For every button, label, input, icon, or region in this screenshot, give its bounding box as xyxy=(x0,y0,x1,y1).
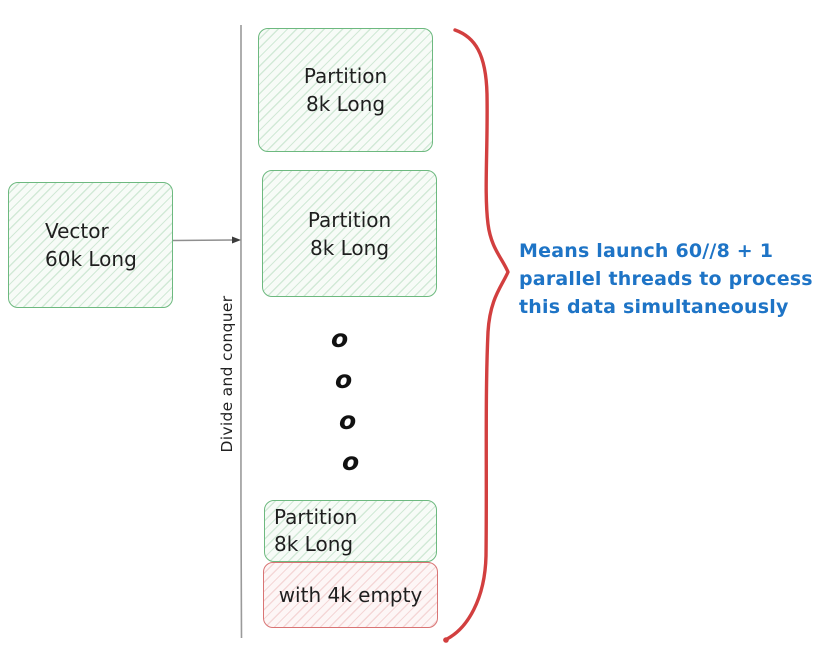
brace-end-dot xyxy=(443,637,449,643)
annotation-line2: parallel threads to process xyxy=(519,268,813,290)
dot-glyph: o xyxy=(342,447,360,476)
partition-mid-line1: Partition xyxy=(307,207,392,232)
ellipsis-dots: o o o o xyxy=(331,318,359,482)
partition-mid-line2: 8k Long xyxy=(309,235,390,260)
annotation-line3: this data simultaneously xyxy=(519,296,789,318)
vector-box-line1: Vector xyxy=(45,219,109,243)
curly-brace xyxy=(443,28,510,642)
empty-partition-box: with 4k empty xyxy=(263,562,438,628)
partition-bottom-line2: 8k Long xyxy=(274,532,354,556)
connector-arrow xyxy=(172,239,234,242)
dot-glyph: o xyxy=(331,324,349,353)
dot-glyph: o xyxy=(335,365,353,394)
partition-bottom-line1: Partition xyxy=(274,505,358,529)
divide-and-conquer-label: Divide and conquer xyxy=(218,295,236,453)
vector-box: Vector 60k Long xyxy=(8,182,173,308)
partition-top-line2: 8k Long xyxy=(305,92,386,116)
vector-box-line2: 60k Long xyxy=(45,247,137,271)
divider-line xyxy=(240,24,243,639)
dot-glyph: o xyxy=(339,406,357,435)
empty-box-label: with 4k empty xyxy=(278,583,423,607)
partition-box-bottom: Partition 8k Long xyxy=(264,500,437,562)
partition-top-line1: Partition xyxy=(303,64,388,88)
annotation-line1: Means launch 60//8 + 1 xyxy=(519,240,774,262)
annotation-text: Means launch 60//8 + 1 parallel threads … xyxy=(519,237,813,321)
partition-box-middle: Partition 8k Long xyxy=(262,170,437,297)
arrowhead-icon xyxy=(232,236,241,244)
partition-box-top: Partition 8k Long xyxy=(258,28,433,152)
